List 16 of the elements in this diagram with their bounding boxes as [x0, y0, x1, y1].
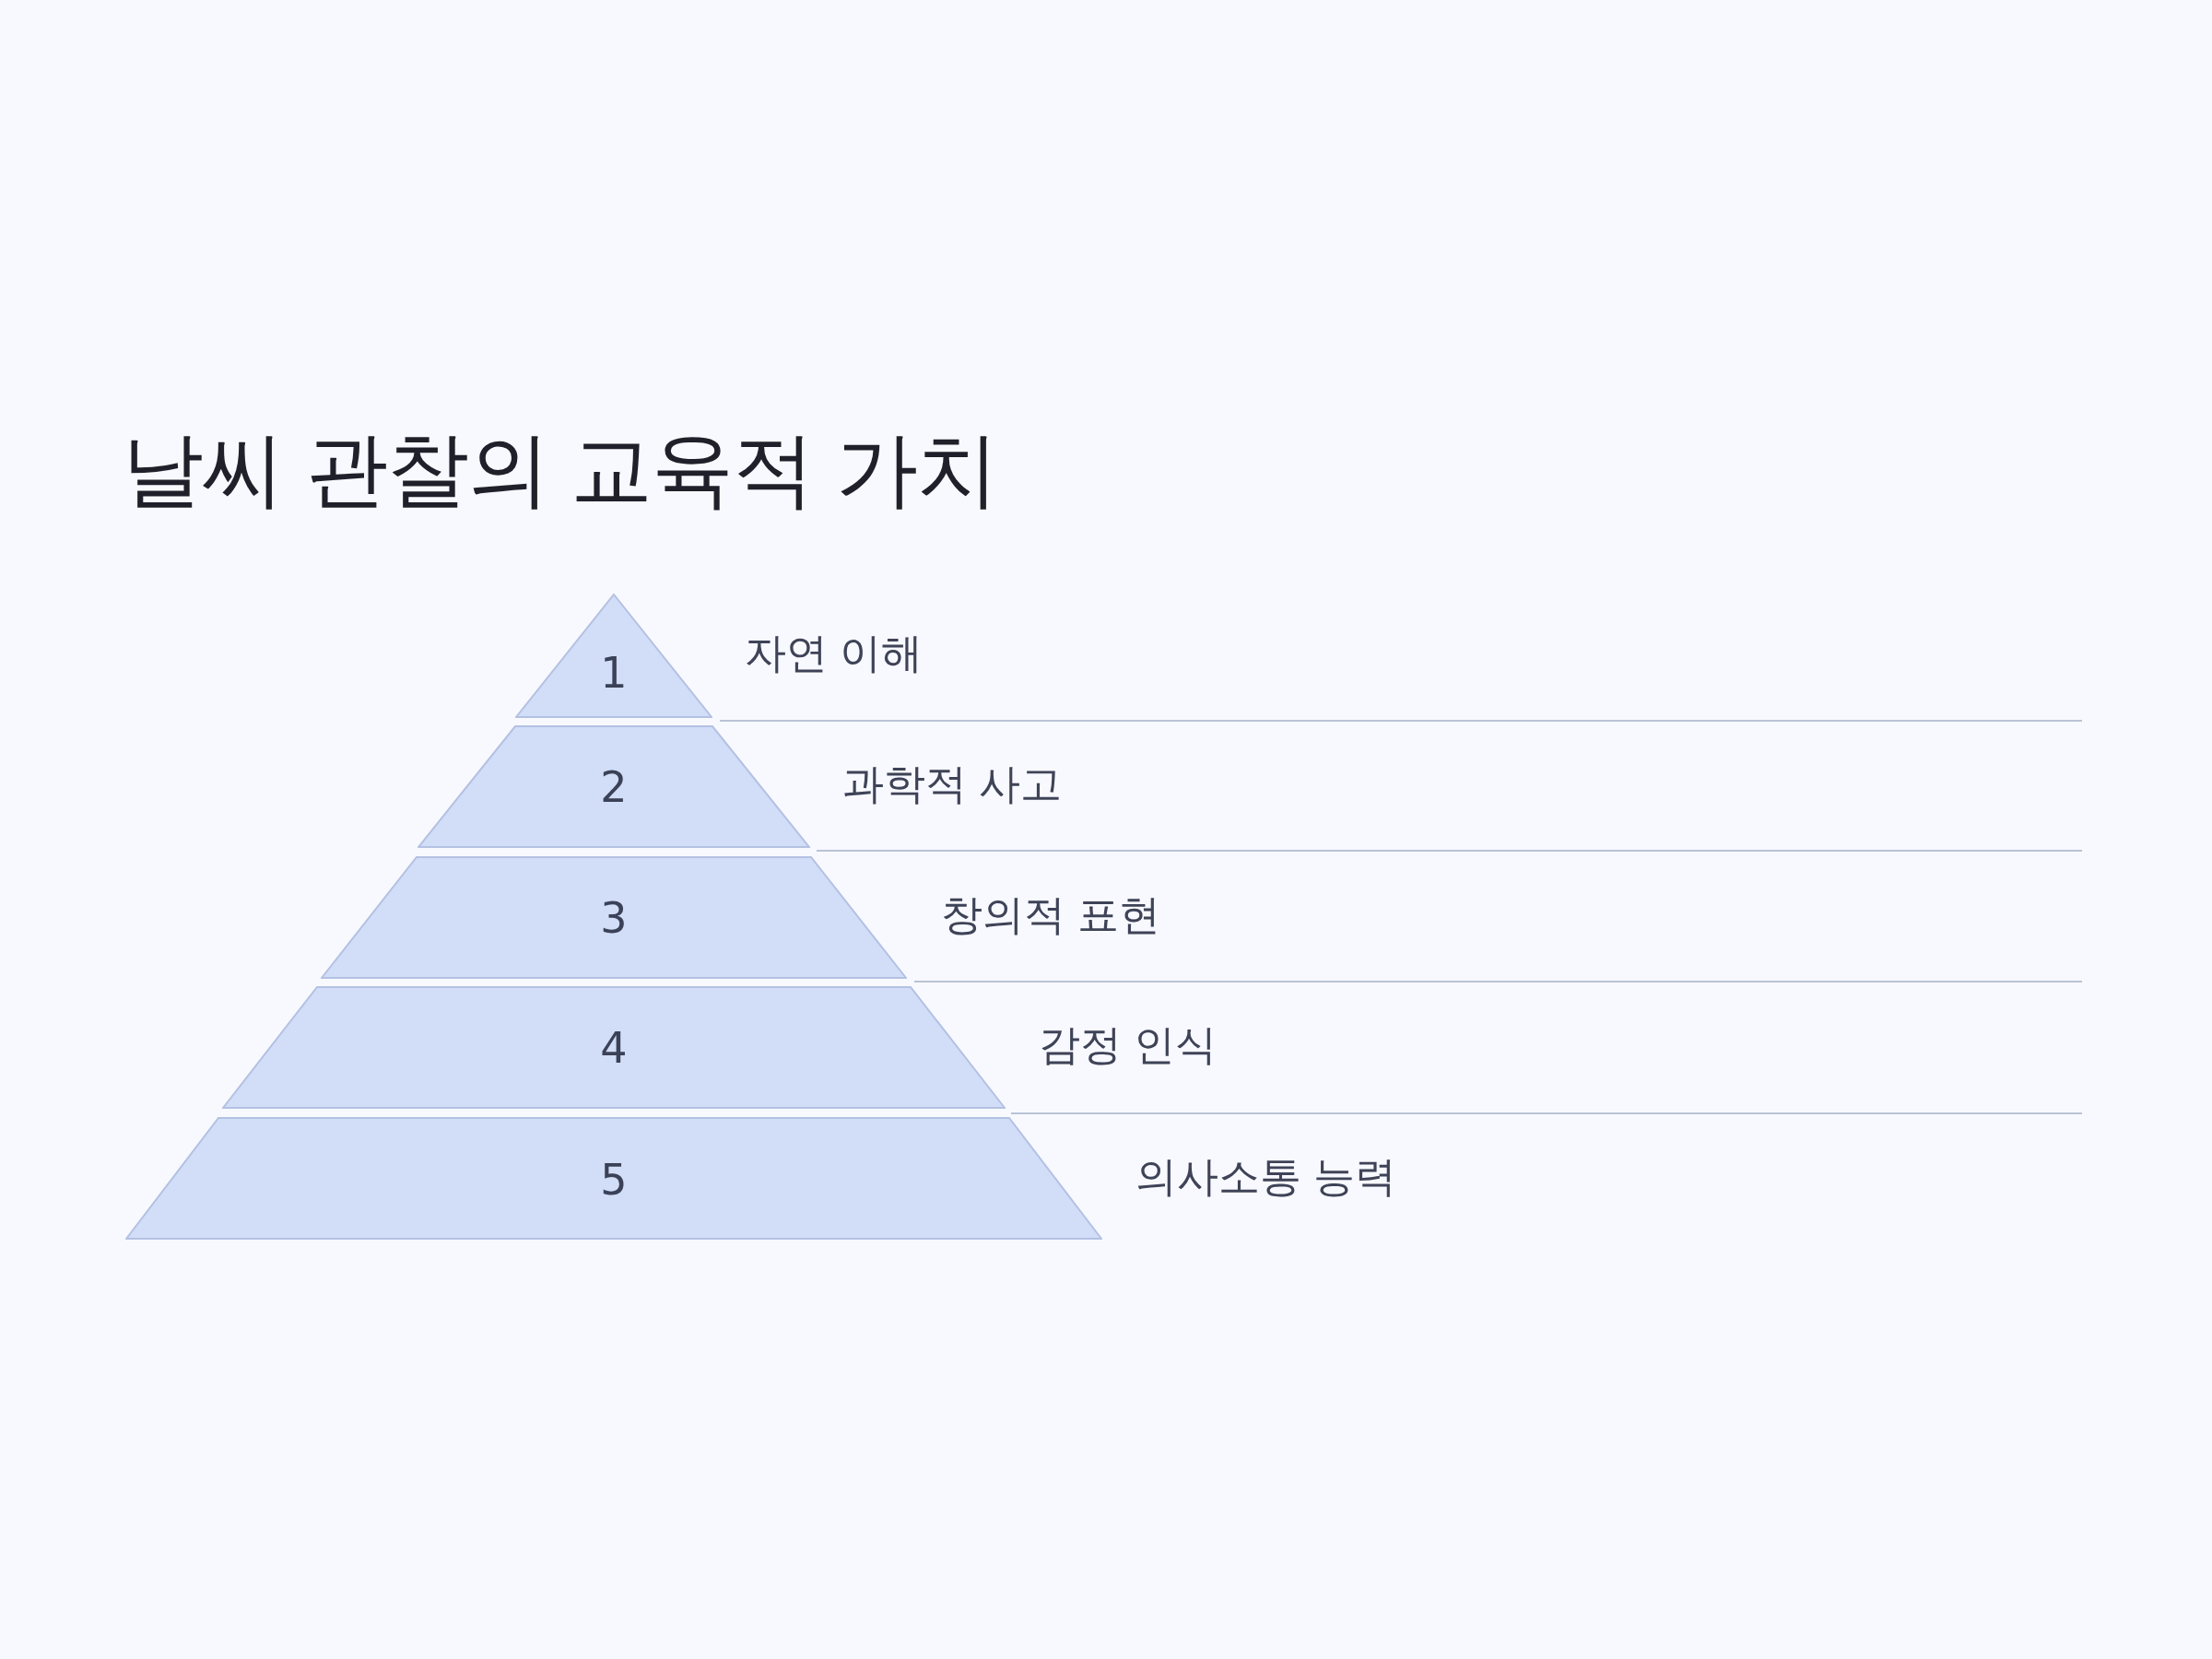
- layer-number: 3: [600, 897, 628, 939]
- pyramid-layer: [321, 856, 907, 979]
- layer-number: 1: [600, 652, 628, 694]
- pyramid-layer: [125, 1117, 1102, 1240]
- layer-number: 2: [600, 766, 628, 808]
- layer-label: 창의적 표현: [941, 890, 1160, 940]
- title: 날씨 관찰의 교육적 가치: [122, 422, 999, 517]
- layer-label: 자연 이해: [745, 629, 923, 678]
- layer-label: 과학적 사고: [842, 759, 1062, 809]
- pyramid-layer: [222, 986, 1006, 1109]
- pyramid-layer: [515, 594, 712, 718]
- layer-number: 5: [600, 1159, 628, 1201]
- layer-number: 4: [600, 1027, 628, 1069]
- layer-label: 의사소통 능력: [1135, 1152, 1396, 1202]
- layer-label: 감정 인식: [1039, 1020, 1217, 1070]
- pyramid-layer: [418, 725, 810, 848]
